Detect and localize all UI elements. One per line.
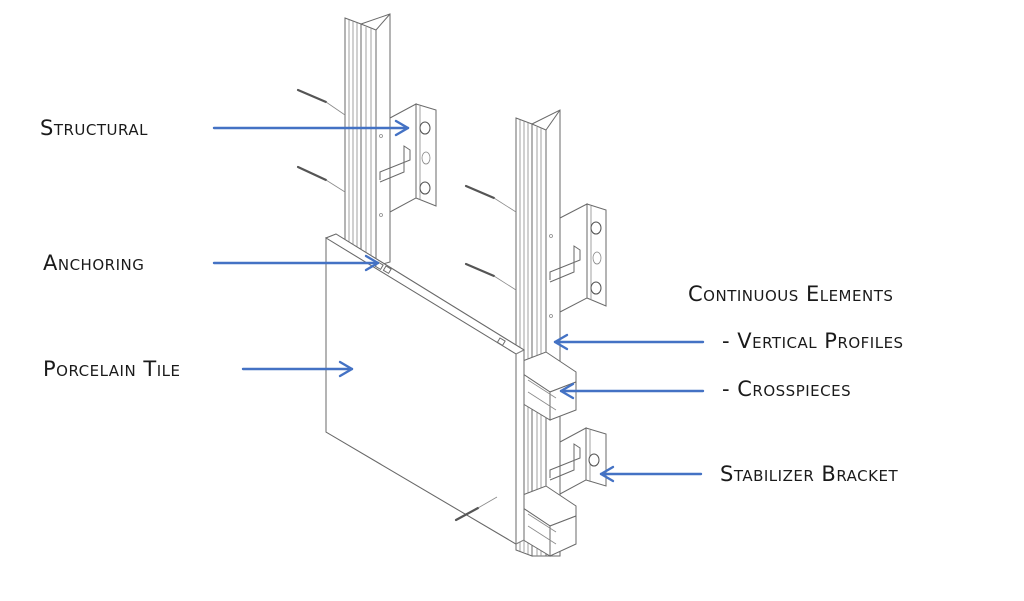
label-crosspieces: - Crosspieces — [722, 377, 852, 401]
arrow-vertical-profiles — [553, 333, 705, 351]
wall-anchor-screw-bottom — [454, 496, 498, 522]
arrow-crosspieces — [559, 382, 705, 400]
crosspiece-lower — [519, 485, 577, 557]
bracket-right-upper — [549, 203, 607, 313]
porcelain-tile — [324, 233, 526, 545]
label-vertical-profiles: - Vertical Profiles — [722, 329, 904, 353]
label-stabilizer-bracket: Stabilizer Bracket — [720, 462, 899, 486]
arrow-porcelain-tile — [241, 360, 354, 378]
vertical-profile-left — [344, 13, 391, 271]
label-anchoring: Anchoring — [43, 251, 145, 275]
wall-anchor-screws-right — [464, 184, 517, 291]
arrow-anchoring — [212, 254, 380, 272]
arrow-stabilizer-bracket — [599, 465, 703, 483]
label-porcelain-tile: Porcelain Tile — [43, 357, 181, 381]
arrow-structural — [212, 119, 410, 137]
structural-bracket — [379, 103, 437, 213]
stabilizer-bracket — [549, 427, 607, 495]
label-continuous-elements: Continuous Elements — [688, 282, 894, 306]
wall-anchor-screws-left — [296, 88, 346, 193]
label-structural: Structural — [40, 116, 148, 140]
